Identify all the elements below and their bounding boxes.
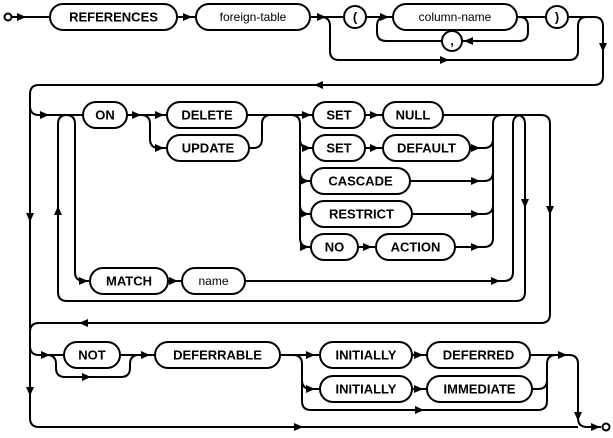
terminal-action-label: ACTION [391,240,441,255]
terminal-not: NOT [63,341,121,369]
terminal-set-default-set: SET [312,134,366,162]
start-terminal [3,12,13,22]
nonterminal-name: name [181,267,246,295]
terminal-deferred: DEFERRED [426,341,531,369]
terminal-update-label: UPDATE [182,141,235,156]
terminal-not-label: NOT [78,348,106,363]
line-paren-bypass [320,16,588,61]
terminal-cascade: CASCADE [310,167,411,195]
nonterminal-foreign-table: foreign-table [195,3,311,31]
terminal-no: NO [310,233,359,261]
terminal-match: MATCH [89,267,169,295]
terminal-set-default-set-label: SET [326,141,351,156]
terminal-open-paren: ( [343,5,367,29]
terminal-immediate-label: IMMEDIATE [444,382,516,397]
line-action-row-no-action [309,237,494,248]
line-middle-loopback [57,114,526,302]
terminal-restrict: RESTRICT [310,200,413,228]
terminal-open-paren-label: ( [353,10,358,25]
terminal-on: ON [82,101,128,129]
terminal-null-label: NULL [396,108,431,123]
terminal-initially-deferred-initially: INITIALLY [319,341,413,369]
line-action-collector [492,114,503,238]
terminal-match-label: MATCH [106,274,152,289]
terminal-delete-label: DELETE [181,108,233,123]
terminal-on-label: ON [95,108,115,123]
end-terminal [601,422,611,432]
line-middle-row-and-exit [29,105,551,333]
terminal-references-label: REFERENCES [69,10,158,25]
terminal-set-null-set: SET [312,101,366,129]
terminal-deferrable-label: DEFERRABLE [173,348,262,363]
terminal-references: REFERENCES [49,3,178,31]
terminal-immediate: IMMEDIATE [426,375,533,403]
line-initially-immediate-row [301,379,548,390]
terminal-action: ACTION [375,233,456,261]
line-initially-bypass [292,354,557,411]
terminal-set-null-set-label: SET [326,108,351,123]
nonterminal-name-label: name [198,274,228,288]
nonterminal-foreign-table-label: foreign-table [220,10,287,24]
terminal-initially-deferred-initially-label: INITIALLY [336,348,397,363]
terminal-restrict-label: RESTRICT [329,207,394,222]
terminal-initially-immediate-initially: INITIALLY [319,375,413,403]
terminal-default: DEFAULT [382,134,471,162]
terminal-initially-immediate-initially-label: INITIALLY [336,382,397,397]
terminal-cascade-label: CASCADE [328,174,393,189]
terminal-update: UPDATE [166,134,250,162]
terminal-deferred-label: DEFERRED [443,348,515,363]
nonterminal-column-name: column-name [392,3,518,31]
terminal-close-paren: ) [545,5,569,29]
terminal-default-label: DEFAULT [397,141,456,156]
terminal-deferrable: DEFERRABLE [154,341,281,369]
line-match-branch [65,114,523,282]
terminal-comma-label: , [450,33,454,48]
nonterminal-column-name-label: column-name [419,10,492,24]
line-not-bypass [46,354,140,378]
terminal-no-label: NO [325,240,345,255]
terminal-delete: DELETE [166,101,248,129]
connector-lines [12,16,604,428]
terminal-comma: , [441,30,463,52]
terminal-null: NULL [382,101,444,129]
terminal-close-paren-label: ) [555,10,559,25]
line-bottom-main [29,345,601,428]
